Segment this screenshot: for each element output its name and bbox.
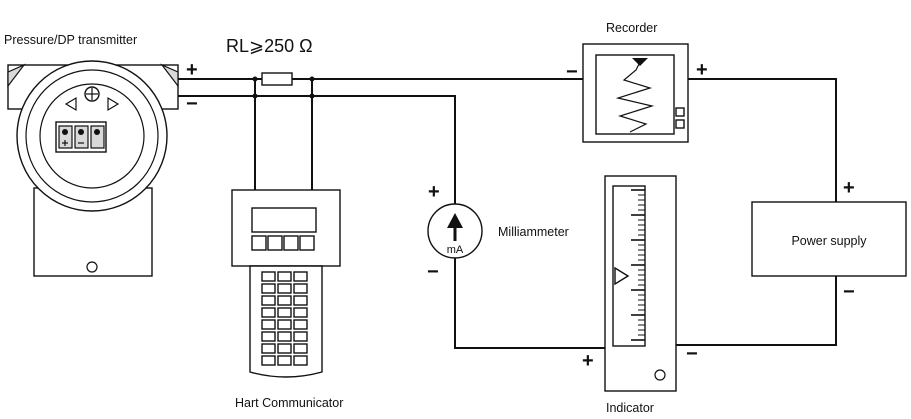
- supply-plus: +: [843, 177, 855, 199]
- hart-key: [277, 331, 292, 342]
- hart-display: [251, 207, 317, 233]
- indicator-minus: −: [686, 343, 698, 365]
- indicator-label: Indicator: [606, 401, 654, 414]
- triangle-icon: [64, 96, 77, 112]
- resistor-label: RL⩾250 Ω: [226, 36, 313, 56]
- recorder-label: Recorder: [606, 21, 657, 35]
- milliammeter-unit: mA: [447, 244, 464, 256]
- hart-key: [293, 307, 308, 318]
- hart-key: [261, 307, 276, 318]
- transmitter-plus: +: [186, 59, 198, 81]
- wire-recorder-to-supply: [688, 78, 837, 202]
- hart-key: [277, 283, 292, 294]
- load-resistor: RL⩾250 Ω: [226, 36, 313, 86]
- hart-key: [293, 295, 308, 306]
- mount-hole-icon: [86, 261, 98, 273]
- terminal-cover-inner: [39, 83, 145, 189]
- hart-key: [293, 355, 308, 366]
- pressure-transmitter: Pressure/DP transmitter: [4, 33, 198, 277]
- hart-key: [261, 271, 276, 282]
- hart-key: [261, 295, 276, 306]
- hart-key: [277, 343, 292, 354]
- hart-communicator: Hart Communicator: [231, 189, 343, 410]
- wire-mA-to-indicator: [454, 258, 605, 349]
- power-supply-label: Power supply: [791, 234, 867, 248]
- indicator: + − Indicator: [582, 175, 698, 415]
- hart-key: [293, 283, 308, 294]
- hart-key: [261, 343, 276, 354]
- junction-dot: [252, 93, 258, 99]
- recorder-minus: −: [566, 61, 578, 83]
- indicator-plus: +: [582, 350, 594, 372]
- indicator-scale: [612, 185, 646, 347]
- terminal-cover-ring: [25, 69, 159, 203]
- indicator-knob: [654, 369, 666, 381]
- triangle-icon: [107, 96, 120, 112]
- pen-icon: [632, 58, 648, 66]
- transmitter-minus: −: [186, 93, 198, 115]
- supply-minus: −: [843, 281, 855, 303]
- mA-plus: +: [428, 181, 440, 203]
- hart-key: [293, 331, 308, 342]
- hart-label: Hart Communicator: [235, 396, 343, 410]
- indicator-ticks: [631, 189, 645, 341]
- milliammeter: mA + − Milliammeter: [427, 181, 569, 283]
- hart-key: [277, 355, 292, 366]
- milliammeter-label: Milliammeter: [498, 225, 569, 239]
- hart-key: [261, 331, 276, 342]
- wire-minus-to-mA: [178, 95, 456, 205]
- junction-dot: [309, 76, 315, 82]
- power-supply-box: [751, 201, 907, 277]
- hart-key: [293, 343, 308, 354]
- housing-notch: [7, 63, 26, 88]
- hart-key: [261, 283, 276, 294]
- arrow-up-icon: [447, 213, 463, 241]
- hart-key: [277, 271, 292, 282]
- hart-key: [293, 271, 308, 282]
- housing-notch: [160, 63, 179, 88]
- mA-minus: −: [427, 261, 439, 283]
- hart-keypad: [261, 271, 308, 366]
- wires: [178, 76, 837, 349]
- junction-dot: [309, 93, 315, 99]
- hart-key: [277, 319, 292, 330]
- junction-dot: [252, 76, 258, 82]
- wire-supply-to-indicator: [676, 276, 837, 346]
- recorder-plus: +: [696, 59, 708, 81]
- hart-key: [261, 355, 276, 366]
- transmitter-label: Pressure/DP transmitter: [4, 33, 137, 47]
- recorder: Recorder − +: [566, 21, 708, 143]
- power-supply: Power supply + −: [751, 177, 907, 303]
- hart-key: [293, 319, 308, 330]
- terminal-block-icon: [55, 121, 107, 153]
- resistor-body: [261, 72, 293, 86]
- pointer-triangle-icon: [614, 266, 630, 286]
- hart-key: [277, 295, 292, 306]
- hart-key: [261, 319, 276, 330]
- hart-key: [277, 307, 292, 318]
- recorder-chart: [595, 54, 675, 135]
- pen-trace-icon: [615, 61, 655, 133]
